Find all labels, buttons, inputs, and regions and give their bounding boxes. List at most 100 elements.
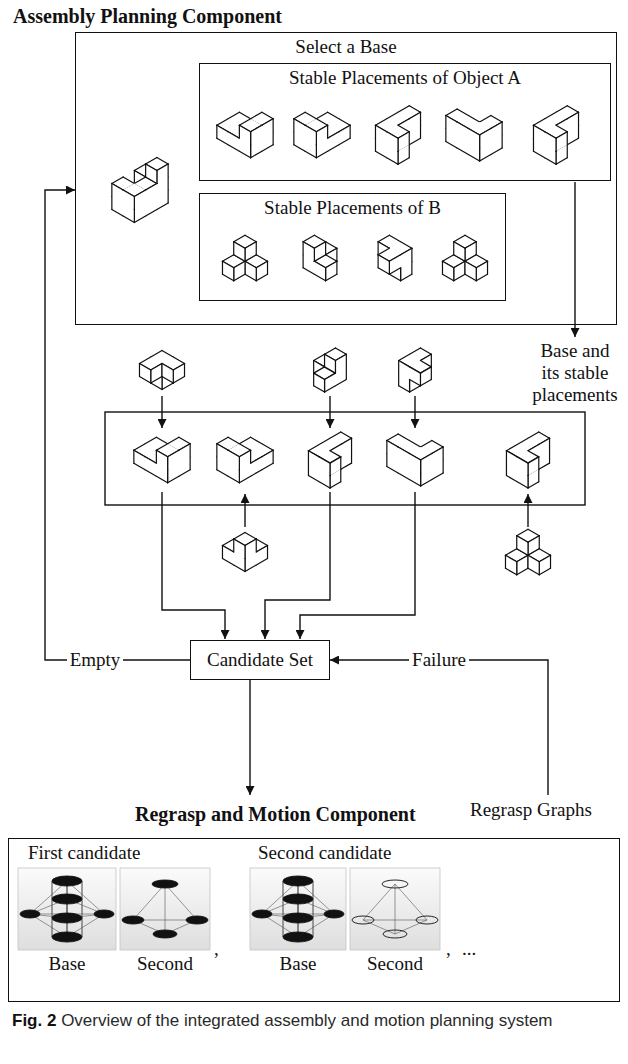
block-face [134, 190, 145, 210]
block-edge [328, 132, 339, 139]
block-edge [167, 457, 168, 470]
block-edge [251, 125, 262, 132]
block-face [410, 367, 421, 386]
flow-arrow [161, 396, 162, 428]
block-face [528, 457, 539, 476]
block-edge [239, 444, 250, 451]
block-edge [555, 138, 556, 151]
block-edge [239, 450, 250, 457]
edge-label: Failure [409, 649, 469, 670]
block-edge [398, 434, 409, 441]
regrasp-graph [18, 868, 116, 950]
block-face [256, 546, 267, 566]
block-figure [446, 109, 502, 161]
flow-arrow [574, 182, 575, 337]
block-edge [464, 248, 465, 261]
block-face [112, 184, 123, 204]
block-face [468, 129, 479, 149]
block-edge [506, 463, 507, 475]
block-edge [216, 457, 217, 470]
block-edge [550, 555, 551, 568]
label-slot: ... [462, 938, 476, 960]
flow-arrow [414, 396, 415, 428]
block-edge [234, 565, 245, 572]
block-edge [330, 482, 341, 488]
block-edge [454, 274, 465, 281]
text-slot: Assembly Planning Component [13, 5, 282, 28]
block-edge [293, 119, 294, 132]
block-face [245, 539, 256, 559]
block-edge [267, 546, 268, 559]
block-edge [480, 116, 491, 123]
block-edge [378, 248, 389, 255]
block-edge [539, 536, 540, 549]
block-edge [179, 470, 190, 477]
block-edge [457, 109, 468, 116]
block-edge [222, 274, 233, 281]
block-edge [316, 132, 317, 145]
block-edge [533, 125, 534, 138]
separator: , [446, 938, 451, 959]
block-figure [387, 434, 443, 486]
block-edge [378, 235, 389, 242]
block-face [465, 261, 476, 281]
block-edge [549, 438, 550, 450]
block-edge [491, 148, 502, 155]
block-edge [454, 255, 465, 262]
block-edge [239, 119, 250, 126]
block-figure [442, 235, 487, 281]
block-edge [314, 242, 325, 249]
block-edge [346, 367, 347, 380]
block-edge [325, 367, 336, 373]
block-edge [432, 447, 443, 454]
block-edge [528, 529, 539, 536]
block-edge [443, 460, 444, 473]
caption-number: Fig. 2 [12, 1011, 56, 1030]
block-edge [329, 463, 330, 475]
block-edge [314, 261, 325, 268]
block-edge [567, 145, 568, 158]
block-edge [398, 158, 409, 165]
block-edge [505, 568, 516, 575]
flow-connector [330, 660, 548, 795]
block-edge [112, 177, 123, 184]
block-edge [556, 158, 567, 165]
block-edge [134, 177, 145, 184]
placement-panel [105, 412, 585, 505]
block-edge [134, 450, 145, 457]
block-edge [410, 348, 421, 354]
block-face [328, 132, 339, 152]
block-edge [399, 354, 410, 360]
block-figure [134, 437, 190, 483]
graph-edge [395, 884, 427, 920]
block-edge [173, 370, 174, 383]
block-edge [442, 261, 443, 274]
block-face [134, 450, 145, 470]
label-slot: Second candidate [258, 842, 391, 864]
block-edge [245, 274, 256, 281]
block-edge [398, 125, 409, 132]
block-edge [397, 138, 398, 151]
graph-panel [350, 868, 440, 950]
block-face [517, 536, 528, 556]
block-edge [420, 473, 421, 486]
block-edge [134, 210, 135, 223]
edge-label-slot: Empty [67, 649, 124, 671]
block-edge [139, 364, 150, 371]
box-label: Regrasp Graphs [470, 799, 592, 820]
block-edge [517, 555, 528, 562]
block-edge [538, 457, 539, 469]
block-face [245, 242, 256, 262]
block-edge [476, 242, 477, 255]
block-edge [545, 112, 556, 119]
block-edge [431, 367, 432, 380]
block-edge [134, 171, 135, 184]
graph-panel [250, 868, 346, 950]
graph-vertex [122, 916, 144, 924]
block-figure [533, 106, 578, 165]
block-edge [251, 470, 262, 477]
block-edge [505, 555, 516, 562]
block-edge [222, 255, 233, 262]
component-heading: Regrasp and Motion Component [135, 803, 416, 825]
graph-vertex [283, 913, 313, 923]
